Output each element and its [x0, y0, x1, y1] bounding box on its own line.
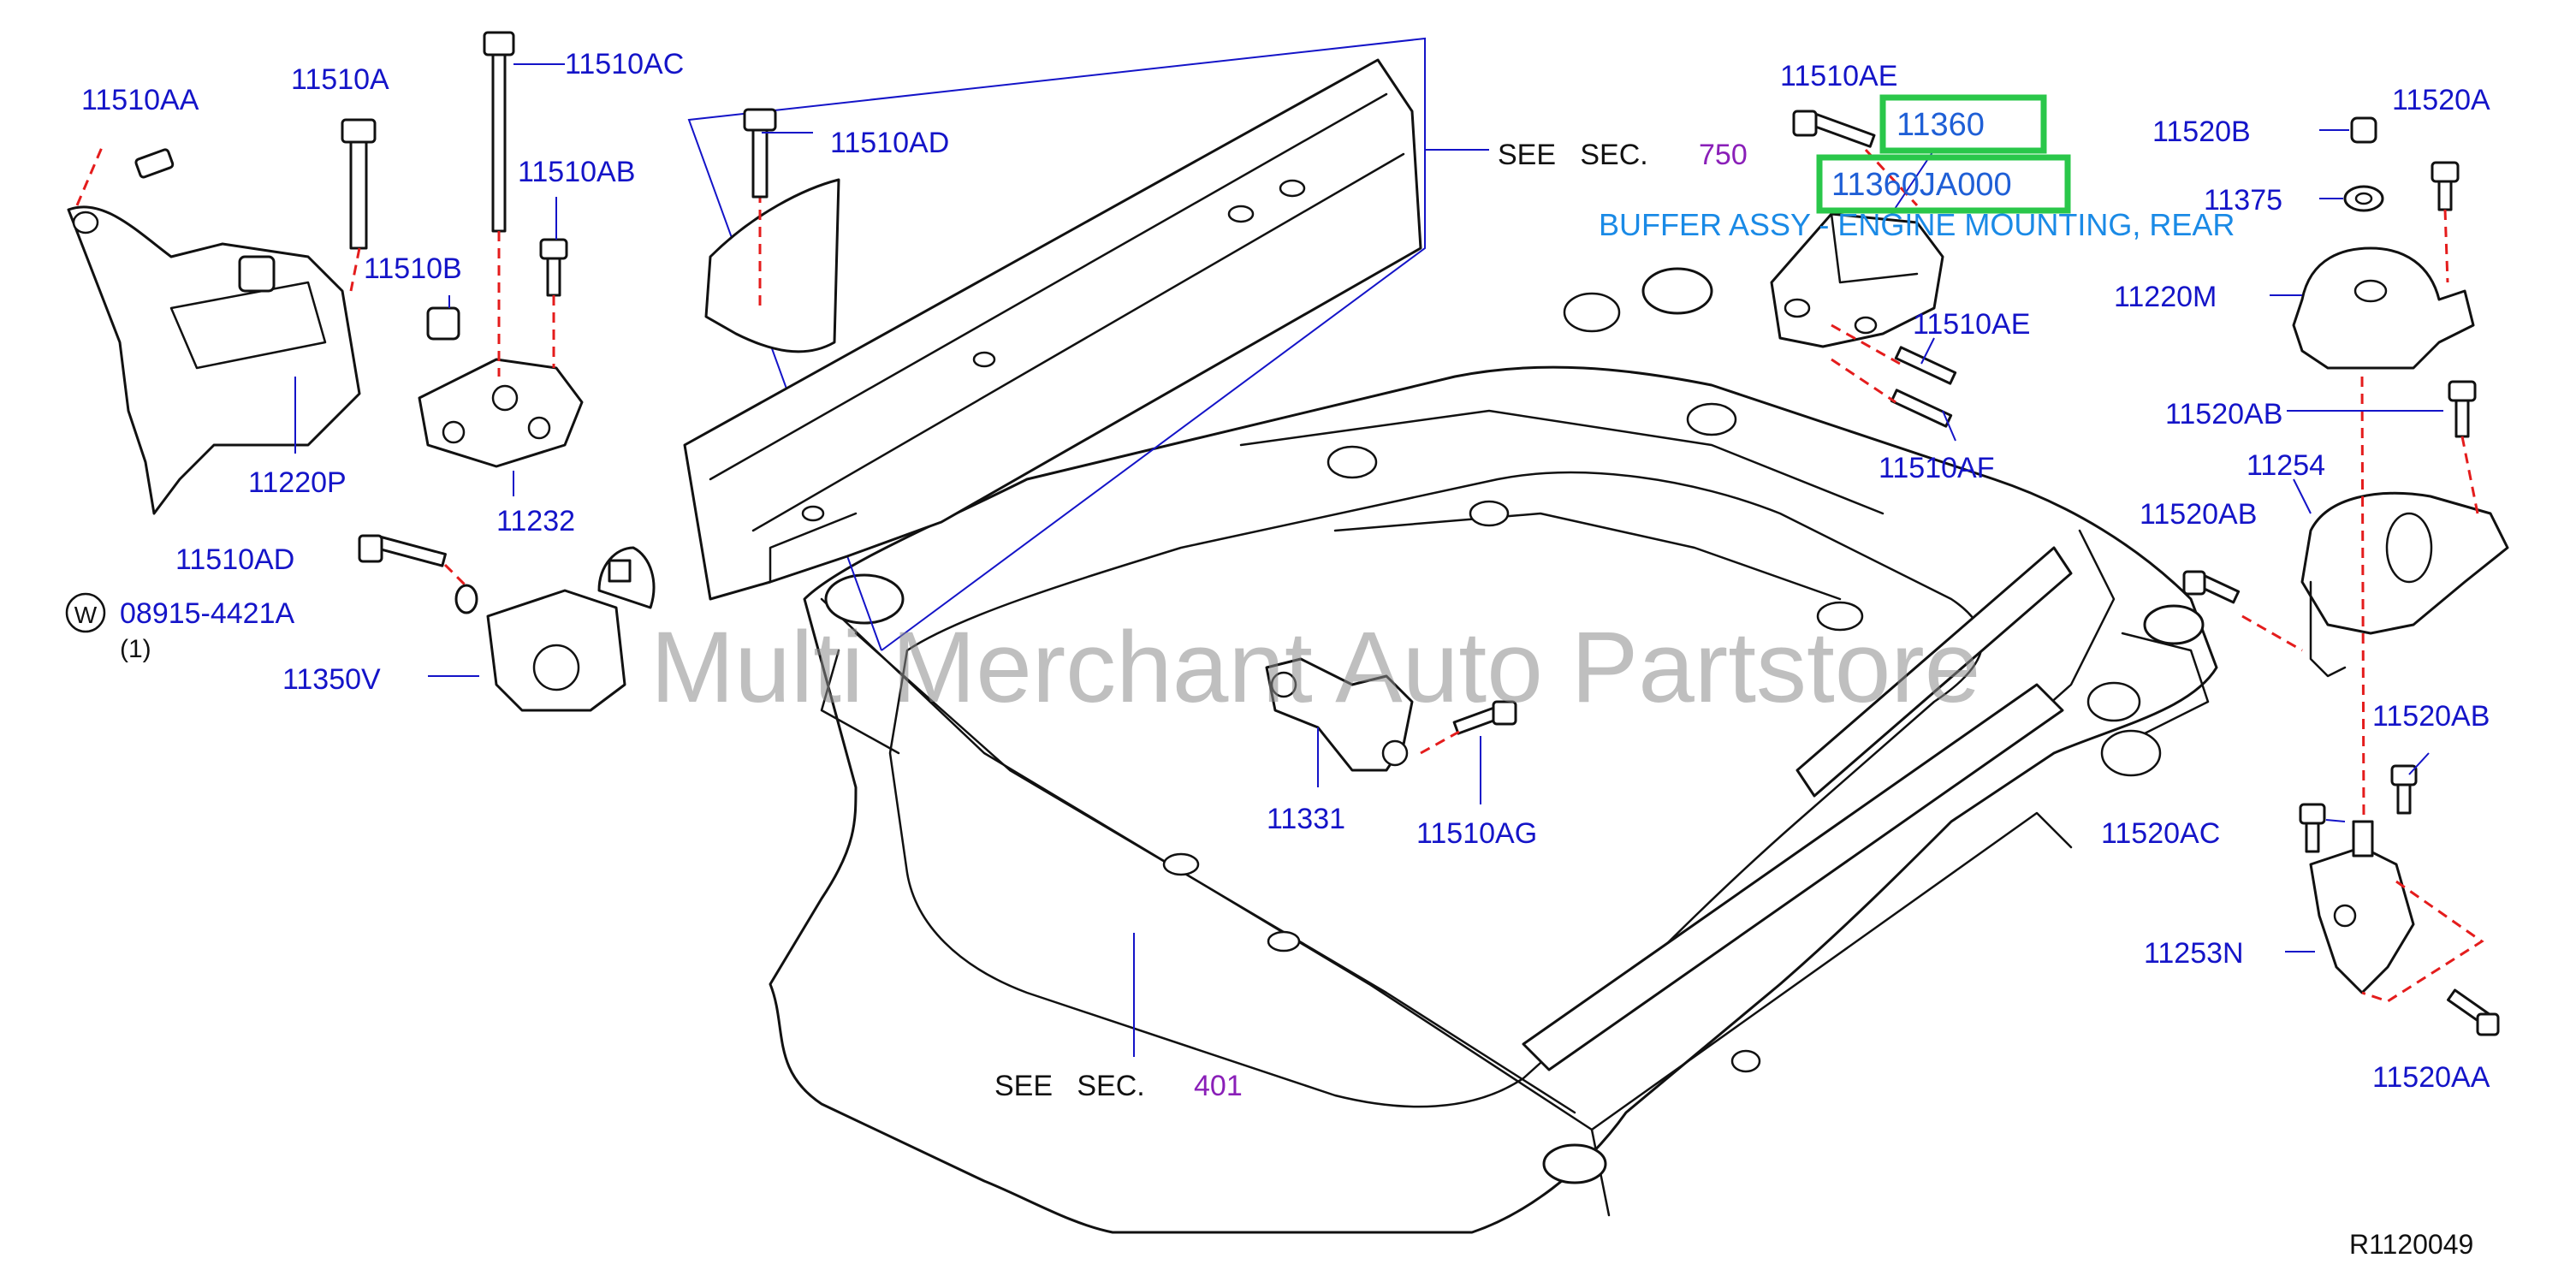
label-11520a: 11520A — [2392, 84, 2490, 116]
label-11510ad-left: 11510AD — [175, 543, 294, 576]
diagram-reference-code: R1120049 — [2349, 1229, 2473, 1260]
front-crossmember-illustration — [769, 267, 2218, 1234]
label-11232: 11232 — [496, 505, 575, 537]
label-11510aa-left: 11510AA — [81, 84, 199, 116]
label-11220p: 11220P — [248, 466, 347, 499]
see-sec-750-number: 750 — [1699, 139, 1748, 171]
label-11510af: 11510AF — [1879, 452, 1994, 484]
bushing-11350v — [358, 534, 656, 712]
label-11360: 11360 — [1896, 107, 1985, 143]
label-11331: 11331 — [1267, 803, 1345, 835]
watermark-text: Multi Merchant Auto Partstore — [650, 611, 1980, 724]
highlight-box-11360ja000 — [1816, 154, 2071, 214]
right-mount-assembly — [2182, 116, 2509, 1036]
label-11510ae-top: 11510AE — [1780, 60, 1897, 92]
label-11350v: 11350V — [282, 663, 381, 696]
label-11520ac: 11520AC — [2101, 817, 2220, 850]
sec-750-detail-box — [683, 37, 1489, 651]
label-11220m: 11220M — [2114, 281, 2217, 313]
label-11520ab-1: 11520AB — [2165, 398, 2282, 430]
bracket-11232 — [418, 31, 584, 468]
label-11520aa-right: 11520AA — [2372, 1061, 2490, 1094]
rear-engine-mount-11360 — [1770, 110, 1957, 428]
label-11510ae-mid: 11510AE — [1913, 308, 2030, 341]
label-quantity: (1) — [120, 635, 151, 663]
label-08915-4421a: 08915-4421A — [120, 597, 295, 630]
see-sec-401-number: 401 — [1194, 1070, 1243, 1102]
label-11510b: 11510B — [364, 252, 462, 285]
see-sec-750-text: SEE SEC. — [1498, 139, 1648, 171]
leader-lines — [294, 63, 2443, 1057]
see-sec-401-text: SEE SEC. — [994, 1070, 1145, 1102]
label-11375: 11375 — [2204, 184, 2282, 217]
w-symbol-letter: W — [74, 602, 98, 628]
engine-mount-11220p — [67, 118, 377, 515]
label-11510ad-mid: 11510AD — [830, 127, 949, 159]
buffer-assy-description: BUFFER ASSY - ENGINE MOUNTING, REAR — [1599, 207, 2235, 242]
bracket-11331 — [1265, 657, 1517, 772]
label-11510ac: 11510AC — [565, 48, 684, 80]
w-symbol: W — [65, 592, 106, 633]
label-11510ab: 11510AB — [518, 156, 635, 188]
label-11253n: 11253N — [2144, 937, 2244, 970]
label-11510a: 11510A — [291, 63, 389, 96]
label-11520ab-2: 11520AB — [2140, 498, 2257, 531]
label-11520ab-3: 11520AB — [2372, 700, 2490, 733]
highlight-box-11360 — [1879, 94, 2047, 154]
label-11254: 11254 — [2247, 449, 2325, 482]
label-11510ag: 11510AG — [1416, 817, 1537, 850]
label-11520b: 11520B — [2152, 116, 2251, 148]
label-11360ja000: 11360JA000 — [1831, 167, 2012, 203]
